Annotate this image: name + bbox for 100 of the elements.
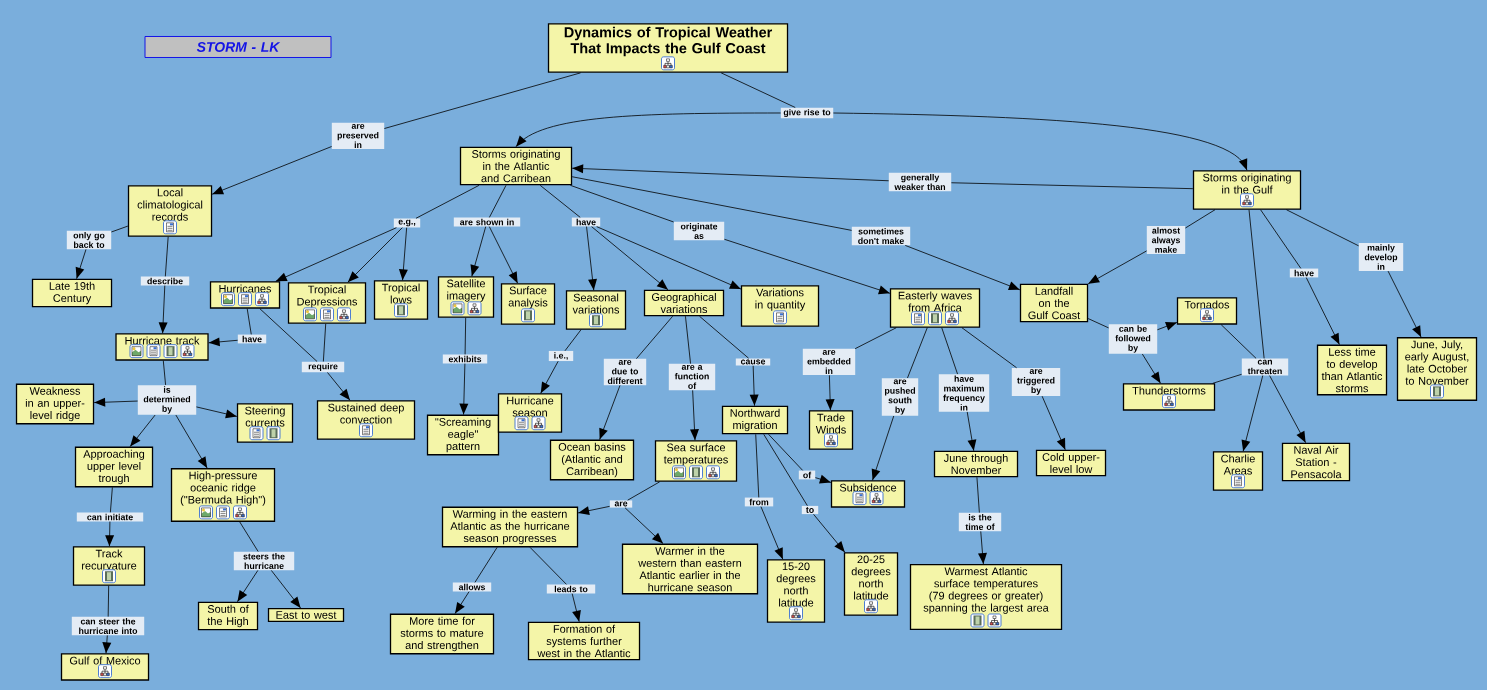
linking-phrase: are (609, 500, 633, 508)
connector-line (1087, 318, 1109, 329)
arrow (591, 226, 669, 291)
linking-phrase: have (237, 334, 267, 344)
connector-line (1212, 373, 1242, 384)
arrow (904, 245, 1021, 291)
arrow (1087, 250, 1147, 285)
arrow (211, 146, 332, 195)
arrow (1305, 277, 1340, 345)
title-box: Dynamics of Tropical Weather That Impacts the Gulf Coast (547, 23, 789, 73)
connector-line (259, 308, 318, 362)
concept-box: Seasonal variations (565, 290, 627, 330)
concept-box: June, July, early August, late October to November (1396, 337, 1478, 401)
arrow (129, 414, 156, 447)
connector-line (755, 433, 760, 498)
arrow (102, 635, 112, 654)
linking-phrase: e.g., (393, 218, 421, 228)
arrow (75, 249, 87, 280)
linking-phrase: allows (452, 582, 492, 592)
arrow (459, 363, 469, 415)
linking-phrase: exhibits (442, 354, 488, 364)
arrow (515, 112, 781, 148)
connector-line (110, 487, 113, 513)
arrow (571, 164, 889, 182)
arrow (871, 415, 895, 481)
concept-box: Variations in quantity (740, 285, 820, 327)
linking-phrase: mainly develop in (1358, 243, 1404, 271)
concept-box: Thunderstorms (1122, 383, 1216, 411)
arrow (488, 226, 518, 284)
concept-box: Cold upper-level low (1035, 449, 1107, 477)
concept-box: Surface analysis (500, 283, 556, 325)
arrow (724, 238, 891, 295)
connector-line (239, 521, 259, 552)
connector-line (464, 317, 467, 355)
linking-phrase: have (1289, 268, 1319, 278)
concept-box: Ocean basins (Atlantic and Carribean) (549, 439, 635, 481)
linking-phrase: of (798, 470, 816, 480)
connector-line (636, 315, 674, 360)
concept-box: Storms originating in the Gulf (1192, 170, 1302, 210)
connector-line (685, 315, 691, 365)
arrow (690, 389, 699, 441)
concept-box: Northward migration (721, 405, 789, 435)
concept-box: Late 19th Century (31, 278, 113, 308)
connector-line (854, 327, 897, 350)
connector-line (489, 184, 507, 218)
arrow (749, 365, 759, 407)
arrow (347, 227, 403, 283)
connector-line (720, 72, 796, 108)
connector-line (951, 182, 1194, 190)
connector-line (699, 315, 749, 359)
arrow (1141, 353, 1161, 384)
connector-line (539, 184, 581, 218)
concept-box: Weakness in an upper-level ridge (15, 383, 95, 425)
concept-box: Approaching upper level trough (74, 446, 154, 488)
arrow (596, 226, 742, 290)
connector-line (415, 184, 480, 219)
connector-line (941, 327, 958, 375)
arrow (237, 570, 259, 603)
connector-line (1220, 324, 1257, 359)
concept-box: "Screaming eagle" pattern (426, 414, 500, 456)
concept-box: Geographical variations (643, 289, 725, 317)
arrow (105, 521, 115, 547)
linking-phrase: from (744, 497, 774, 507)
arrow (1241, 375, 1264, 452)
linking-phrase: almost always make (1146, 226, 1186, 254)
concept-box: High-pressure oceanic ridge ("Bermuda High") (170, 468, 276, 522)
connector-line (1248, 209, 1265, 359)
connector-line (1286, 209, 1359, 247)
arrow (208, 337, 238, 347)
linking-phrase: leads to (546, 584, 596, 594)
connector-line (107, 585, 110, 617)
linking-phrase: are shown in (453, 217, 521, 227)
connector-line (111, 225, 129, 233)
connector-line (164, 236, 169, 277)
linking-phrase: to (801, 505, 819, 515)
concept-box: Gulf of Mexico (60, 653, 150, 681)
concept-box: Charlie Areas (1212, 451, 1264, 491)
concept-box: Formation of systems further west in the Atlantic (527, 621, 641, 661)
arrow (577, 505, 610, 516)
concept-box: South of the High (197, 601, 259, 631)
linking-phrase: give rise to (780, 107, 834, 119)
connector-line (322, 323, 327, 362)
tag-box: STORM - LK (144, 36, 332, 58)
concept-box: Track recurvature (72, 546, 146, 586)
arrow (624, 507, 664, 544)
connector-line (907, 327, 928, 379)
concept-box: East to west (267, 608, 345, 622)
concept-box: Warmest Atlantic surface temperatures (79 degrees or greater) spanning the largest area (909, 564, 1063, 630)
concept-box: Tropical lows (373, 280, 429, 320)
arrow (175, 414, 208, 469)
arrow (815, 474, 832, 484)
linking-phrase: describe (140, 276, 190, 286)
connector-line (768, 433, 804, 471)
arrow (398, 227, 408, 281)
connector-line (1260, 209, 1302, 269)
arrow (599, 384, 621, 440)
connector-line (474, 547, 498, 583)
concept-box: Storms originating in the Atlantic and Carribean (459, 146, 573, 186)
linking-phrase: can initiate (76, 512, 144, 522)
arrow (813, 513, 846, 553)
